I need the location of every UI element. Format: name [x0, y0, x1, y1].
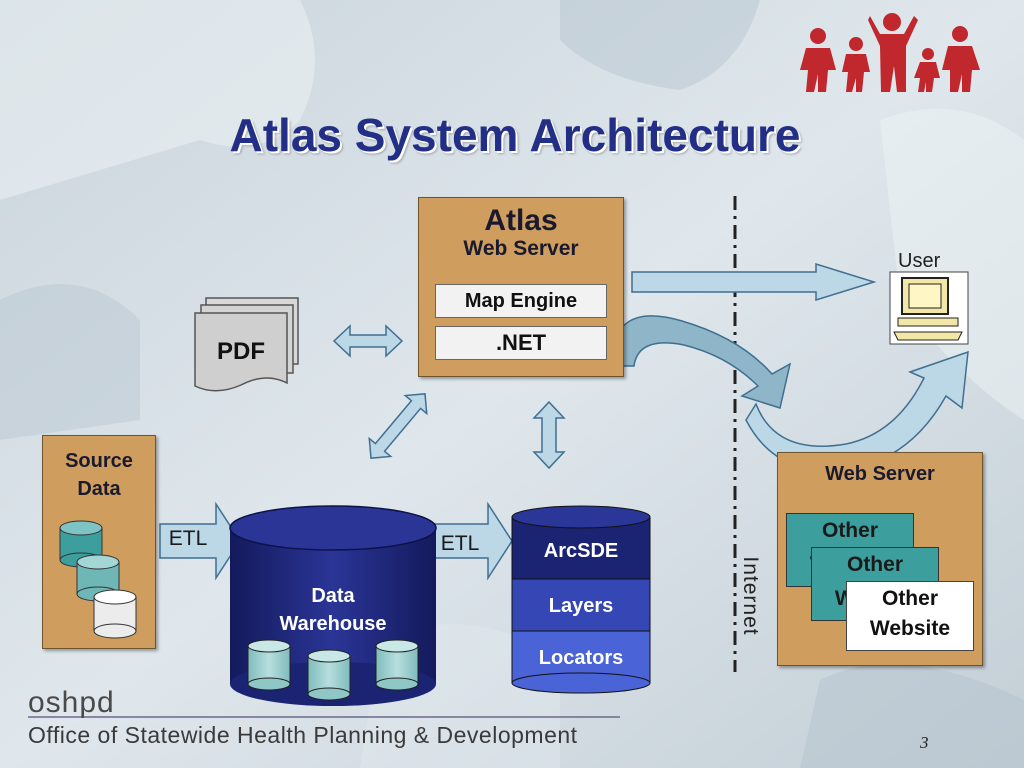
data-warehouse-label-1: Data	[311, 585, 355, 607]
atlas-title: Atlas	[484, 204, 558, 237]
family-logo-icon	[800, 13, 980, 92]
arcsde-layer: ArcSDE	[543, 540, 619, 562]
atlas-web-server-box: Atlas Web Server Map Engine .NET	[418, 197, 624, 377]
source-data-box: Source Data	[42, 435, 156, 649]
card-3-line1: Other	[881, 587, 938, 610]
external-web-server-box: Web Server Other Website Other Website O…	[777, 452, 983, 666]
data-warehouse-label-2: Warehouse	[279, 613, 387, 635]
user-label: User	[898, 250, 941, 272]
card-1-line1: Other	[821, 519, 878, 542]
data-warehouse-cylinder	[229, 505, 437, 706]
layers-layer: Layers	[548, 595, 614, 617]
external-web-server-title: Web Server	[825, 463, 935, 485]
org-name: Office of Statewide Health Planning & De…	[28, 722, 578, 748]
oshpd-logo: oshpd	[28, 686, 115, 719]
atlas-to-webserver-curve	[611, 315, 792, 409]
pdf-label: PDF	[217, 338, 265, 365]
internet-label: Internet	[739, 556, 762, 636]
map-engine-component: Map Engine	[435, 284, 607, 318]
page-number: 3	[920, 733, 929, 752]
etl-label-left: ETL	[168, 527, 208, 550]
source-data-label-1: Source	[65, 450, 133, 472]
other-website-card-3: Other Website	[846, 581, 974, 651]
etl-label-right: ETL	[440, 532, 480, 555]
data-warehouse-label: Data Warehouse	[240, 582, 426, 638]
dotnet-component: .NET	[435, 326, 607, 360]
pdf-atlas-arrow	[332, 324, 404, 358]
locators-layer: Locators	[538, 647, 624, 669]
etl-arrow-left	[159, 501, 241, 581]
arcsde-stack-cylinder	[511, 505, 651, 694]
card-3-line2: Website	[869, 617, 951, 640]
computer-icon	[889, 271, 969, 345]
slide-title: Atlas System Architecture	[229, 109, 801, 161]
atlas-subtitle: Web Server	[463, 237, 579, 260]
etl-arrow-right	[431, 501, 513, 581]
source-data-label-2: Data	[77, 478, 121, 500]
card-2-line1: Other	[846, 553, 903, 576]
atlas-to-user-arrow	[631, 262, 877, 302]
pdf-document-icon	[194, 297, 299, 392]
